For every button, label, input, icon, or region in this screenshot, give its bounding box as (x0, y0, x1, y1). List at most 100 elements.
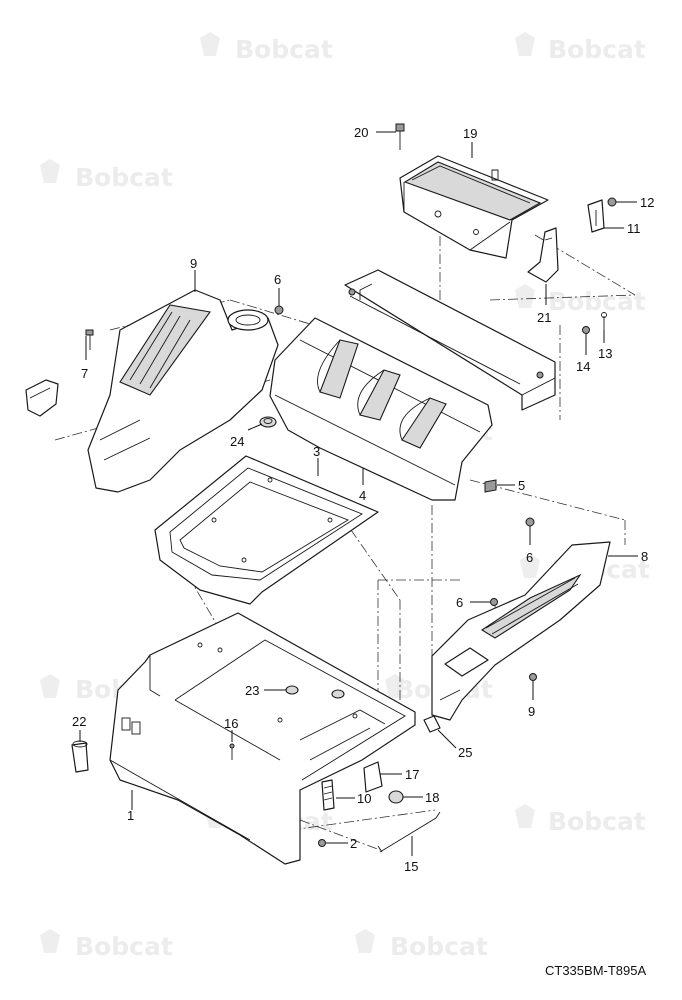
callout-label: 9 (190, 256, 197, 271)
callout-label: 12 (640, 195, 654, 210)
pin-16 (229, 743, 235, 760)
bolt-2 (318, 839, 326, 847)
callout-5: 5 (497, 478, 525, 493)
callout-24: 24 (230, 423, 263, 449)
callout-label: 14 (576, 359, 590, 374)
callout-6-top: 6 (274, 272, 281, 306)
callout-9-low: 9 (528, 681, 535, 719)
svg-text:Bobcat: Bobcat (390, 932, 488, 961)
callout-label: 24 (230, 434, 244, 449)
callout-13: 13 (598, 330, 612, 361)
callout-label: 6 (274, 272, 281, 287)
callout-14: 14 (576, 334, 590, 374)
callout-17: 17 (380, 767, 419, 782)
bracket-21 (527, 227, 559, 283)
callout-19: 19 (463, 126, 477, 158)
bolt-13-14 (582, 312, 607, 334)
callout-label: 16 (224, 716, 238, 731)
callout-12: 12 (616, 195, 654, 210)
callout-label: 15 (404, 859, 418, 874)
watermark-4: Bobcat (515, 284, 646, 316)
callout-label: 4 (359, 488, 366, 503)
callout-label: 3 (313, 444, 320, 459)
storage-tray (399, 155, 549, 259)
callout-label: 19 (463, 126, 477, 141)
callout-8: 8 (608, 549, 648, 564)
main-frame-1 (109, 612, 416, 865)
fastener-9-low (529, 673, 537, 681)
right-console-8 (431, 541, 611, 721)
watermark-1: Bobcat (200, 32, 333, 64)
callout-label: 20 (354, 125, 368, 140)
grommet-24 (259, 416, 277, 428)
callout-6-low: 6 (456, 595, 490, 610)
callout-label: 6 (526, 550, 533, 565)
bushing-23 (285, 685, 345, 699)
callout-label: 13 (598, 346, 612, 361)
fastener-6-low (490, 598, 498, 606)
latch-17 (363, 761, 383, 793)
bumper-18 (388, 790, 404, 804)
callout-22: 22 (72, 714, 86, 742)
callout-2: 2 (326, 836, 357, 851)
spring-10 (321, 779, 335, 811)
callout-label: 9 (528, 704, 535, 719)
callout-label: 11 (627, 221, 641, 236)
cover-7 (25, 329, 94, 417)
callout-label: 1 (127, 808, 134, 823)
svg-text:Bobcat: Bobcat (548, 35, 646, 64)
callout-label: 2 (350, 836, 357, 851)
callout-label: 6 (456, 595, 463, 610)
callout-9-top: 9 (190, 256, 197, 292)
callout-15: 15 (404, 836, 418, 874)
callout-23: 23 (245, 683, 286, 698)
callout-label: 10 (357, 791, 371, 806)
callout-21: 21 (537, 284, 551, 325)
rear-frame-rail (344, 269, 556, 411)
svg-text:Bobcat: Bobcat (548, 807, 646, 836)
callout-label: 18 (425, 790, 439, 805)
fastener-5 (484, 479, 497, 493)
callout-11: 11 (604, 221, 641, 236)
cap-22 (71, 740, 89, 773)
callout-25: 25 (437, 729, 472, 760)
callout-10: 10 (336, 791, 371, 806)
watermark-2: Bobcat (515, 32, 646, 64)
callout-label: 21 (537, 310, 551, 325)
svg-text:Bobcat: Bobcat (75, 163, 173, 192)
fastener-6-top (274, 305, 284, 315)
watermark-11: Bobcat (40, 929, 173, 961)
watermark-10: Bobcat (515, 804, 646, 836)
callout-label: 17 (405, 767, 419, 782)
callout-label: 23 (245, 683, 259, 698)
watermark-3: Bobcat (40, 159, 173, 192)
callout-label: 5 (518, 478, 525, 493)
svg-text:Bobcat: Bobcat (548, 287, 646, 316)
callout-1: 1 (127, 790, 134, 823)
svg-text:Bobcat: Bobcat (75, 932, 173, 961)
center-panel-4 (269, 317, 493, 501)
callout-label: 25 (458, 745, 472, 760)
callout-3: 3 (313, 444, 320, 476)
callout-label: 8 (641, 549, 648, 564)
left-console-9 (87, 289, 279, 493)
callout-7: 7 (81, 336, 88, 381)
bracket-11 (587, 199, 605, 233)
fastener-6-mid (525, 517, 535, 527)
callout-20: 20 (354, 125, 396, 140)
callout-6-mid: 6 (526, 526, 533, 565)
callout-label: 7 (81, 366, 88, 381)
callout-18: 18 (403, 790, 439, 805)
grommet-25 (423, 715, 441, 733)
floor-tray-3 (154, 455, 379, 605)
callout-4: 4 (359, 468, 366, 503)
nut-12 (607, 197, 617, 207)
rod-15 (377, 811, 441, 853)
screw-20 (395, 123, 405, 150)
svg-text:Bobcat: Bobcat (235, 35, 333, 64)
callout-label: 22 (72, 714, 86, 729)
callout-16: 16 (224, 716, 238, 742)
watermark-12: Bobcat (355, 929, 488, 961)
